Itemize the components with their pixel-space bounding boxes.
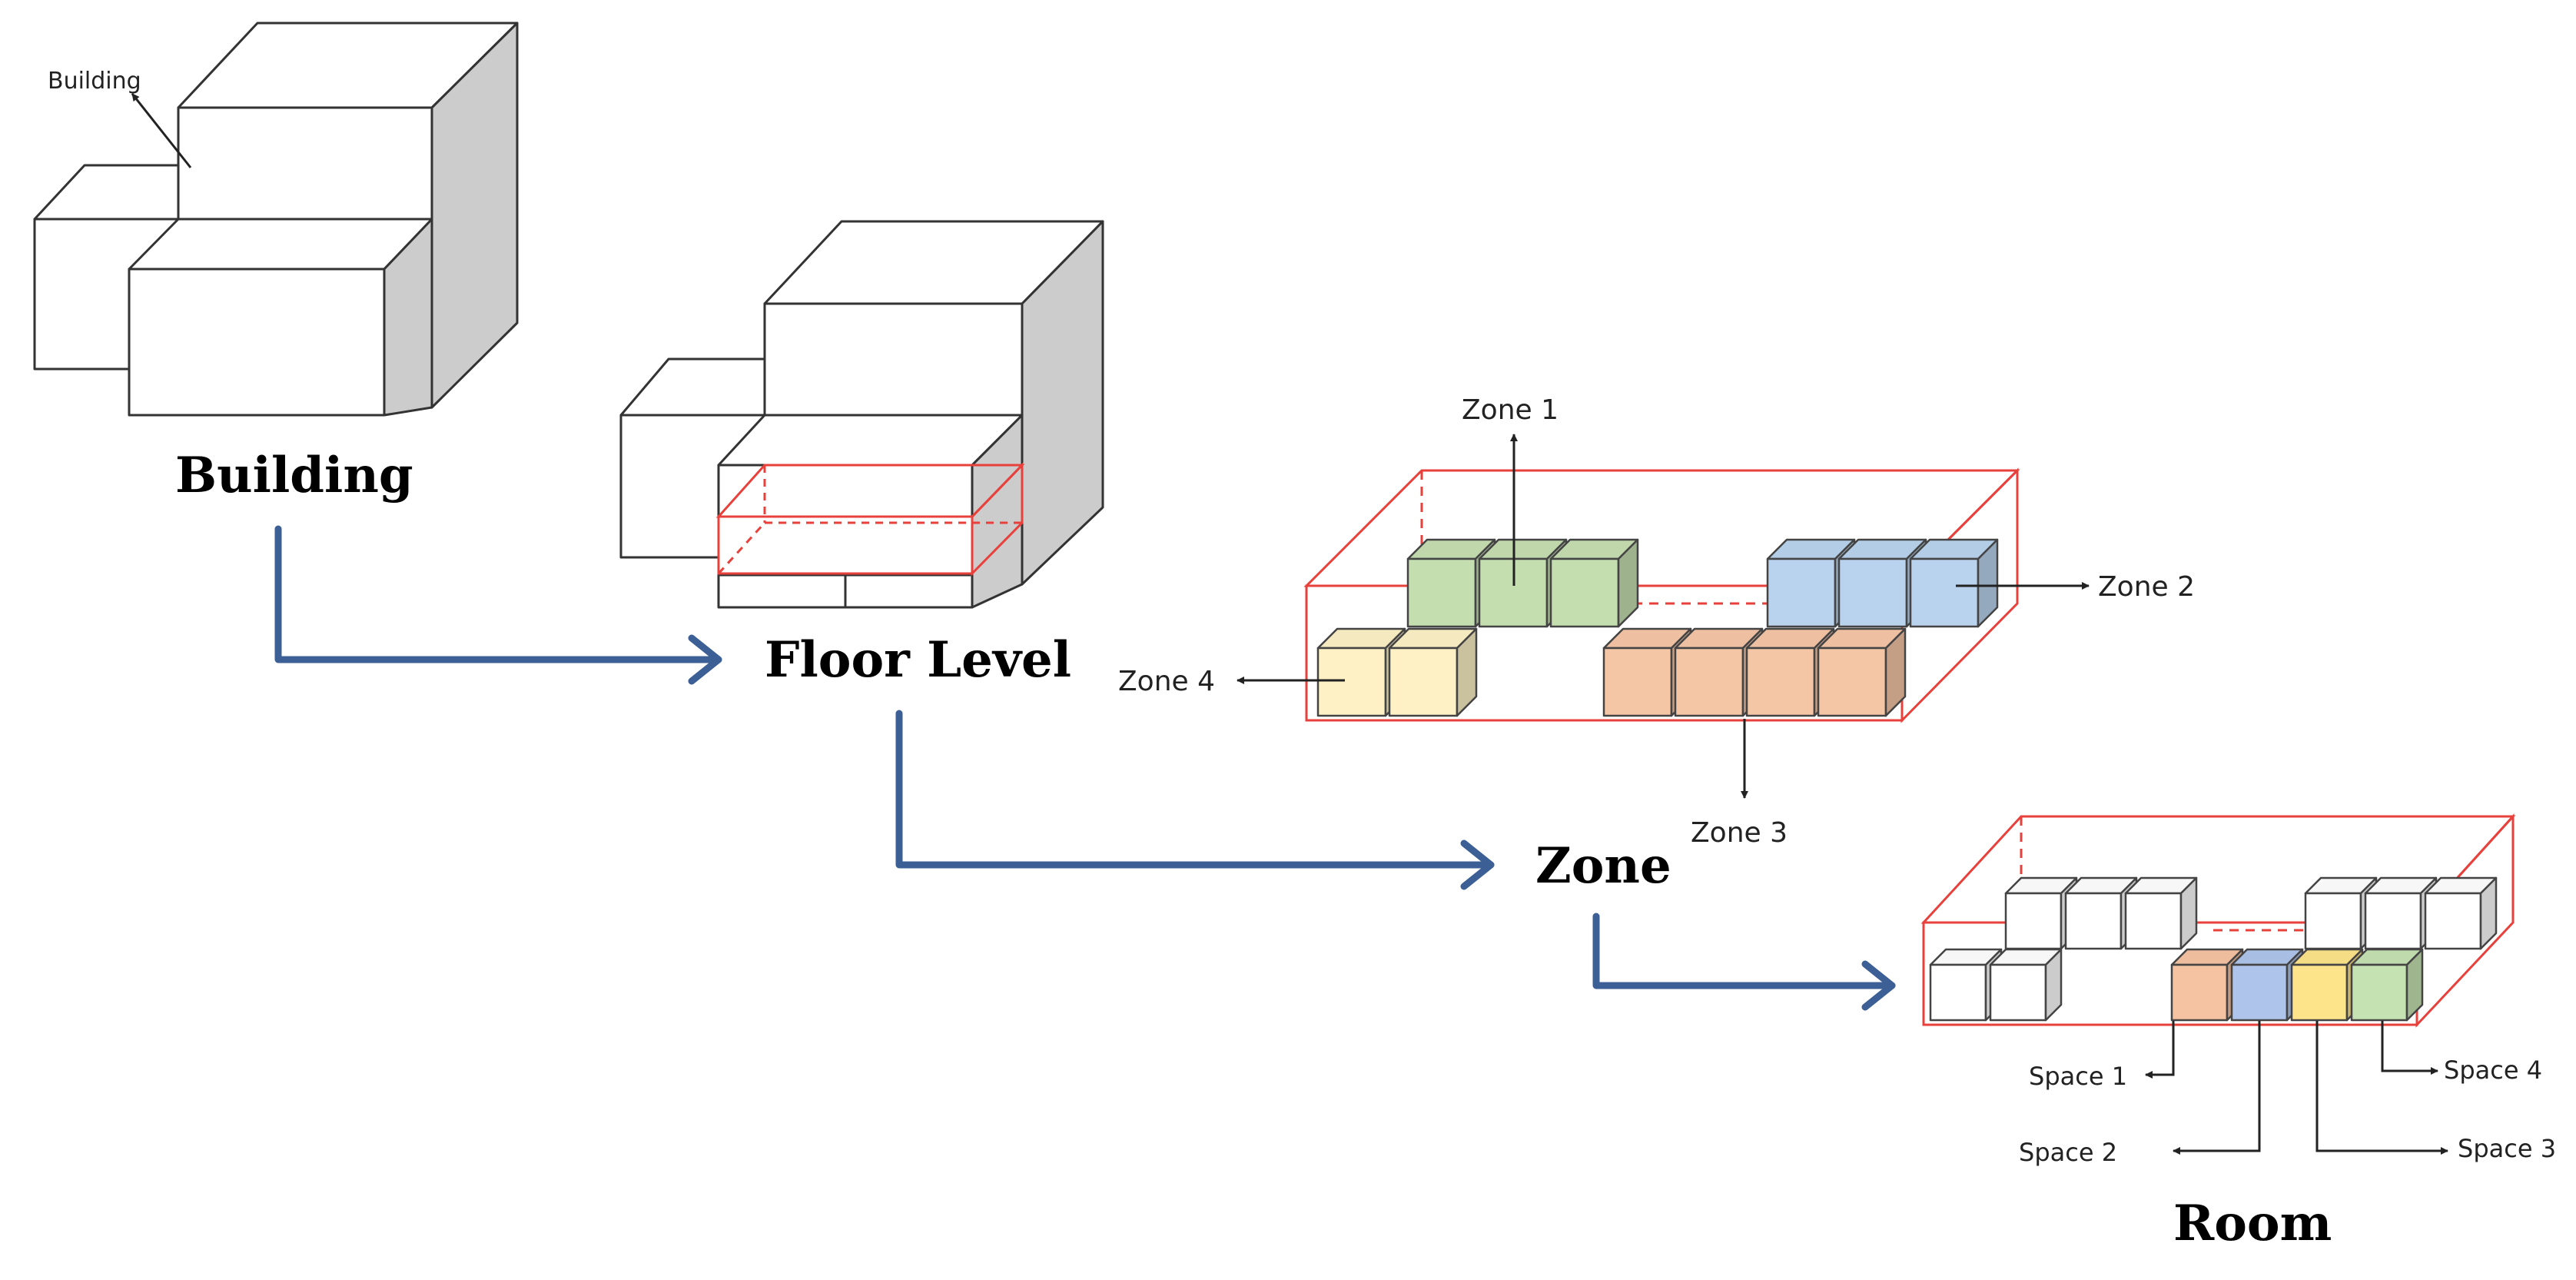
room-cube <box>2124 876 2198 950</box>
space-2-callout: Space 2 <box>2019 1138 2117 1167</box>
stage-label-floor-level: Floor Level <box>765 631 1071 689</box>
space-1-callout-line <box>2145 1021 2175 1079</box>
flow-arrow-building-to-floor-head <box>688 634 722 685</box>
room-cubes <box>1929 876 2498 1022</box>
flow-arrow-zone-to-room <box>1592 913 1896 989</box>
space-3-callout-line <box>2315 1021 2448 1155</box>
space-4-cube <box>2350 948 2424 1022</box>
space-1-callout: Space 1 <box>2029 1062 2127 1091</box>
stage-label-room: Room <box>2173 1195 2332 1252</box>
building-callout: Building <box>48 68 141 95</box>
zone-cubes <box>1316 538 1999 717</box>
stage-label-building: Building <box>175 447 413 504</box>
zone-4-cube <box>1388 627 1478 717</box>
flow-arrows <box>274 525 1896 1011</box>
space-4-callout-line <box>2381 1021 2438 1075</box>
floor-level-model <box>619 220 1104 609</box>
flow-arrow-floor-to-zone-head <box>1460 839 1495 890</box>
zone-4-callout: Zone 4 <box>1118 666 1215 697</box>
space-4-callout: Space 4 <box>2444 1056 2542 1085</box>
building-model <box>33 22 519 417</box>
room-cube <box>2424 876 2498 950</box>
zone-2-cube <box>1909 538 1999 628</box>
zone-1-cube <box>1549 538 1639 628</box>
zone-1-callout: Zone 1 <box>1462 394 1559 426</box>
space-2-callout-line <box>2173 1021 2261 1155</box>
flow-arrow-floor-to-zone <box>895 710 1495 869</box>
building-callout-line <box>131 93 192 168</box>
space-3-callout: Space 3 <box>2458 1134 2556 1163</box>
flow-arrow-zone-to-room-head <box>1861 960 1896 1011</box>
stage-label-zone: Zone <box>1535 837 1671 895</box>
flow-arrow-building-to-floor <box>274 525 722 663</box>
zone-3-cube <box>1817 627 1907 717</box>
zone-2-callout: Zone 2 <box>2098 571 2195 603</box>
floor-level-highlight <box>715 462 1025 577</box>
zone-3-callout: Zone 3 <box>1691 817 1788 849</box>
room-cube <box>1989 948 2063 1022</box>
